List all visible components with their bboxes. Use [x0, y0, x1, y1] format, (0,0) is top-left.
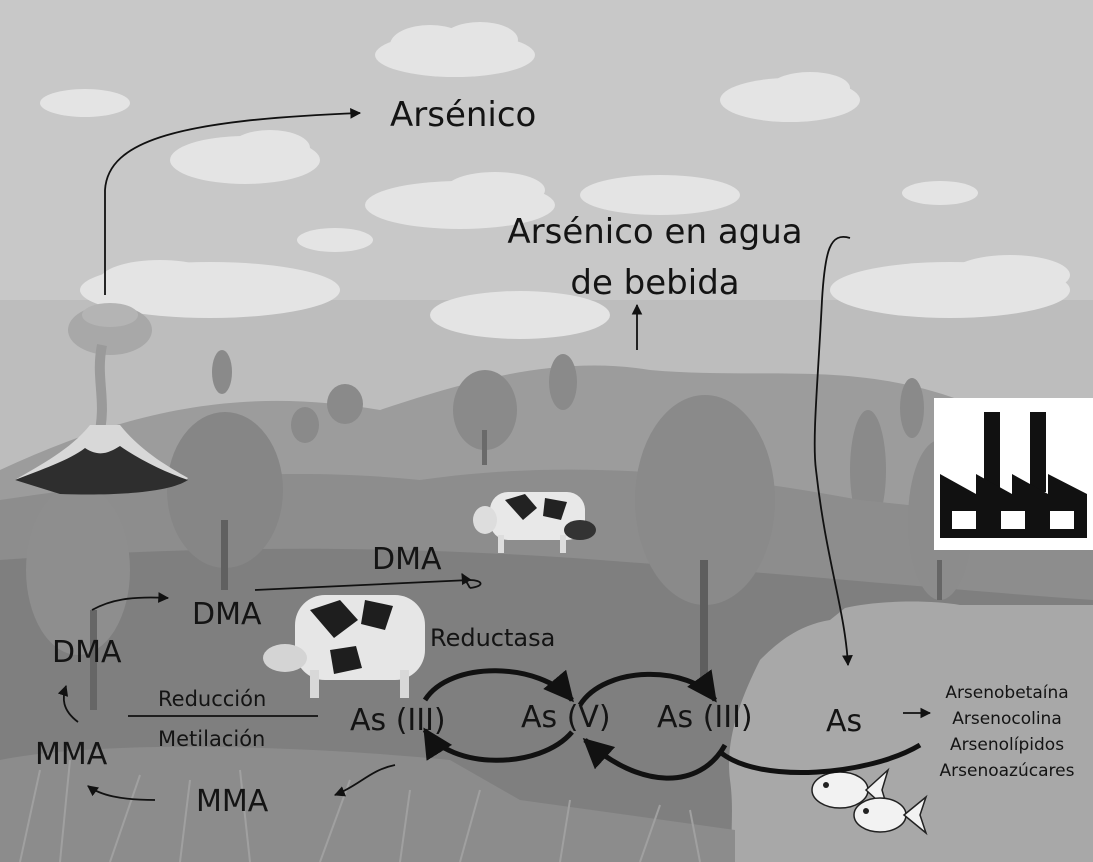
label-methylation: Metilación [158, 727, 266, 751]
redox-cycle-arrows [422, 668, 922, 781]
arrow-to-dma-left [57, 684, 79, 723]
arrow-to-mma-left [87, 785, 156, 801]
list-item: Arsenocolina [952, 709, 1062, 729]
cow-distant [473, 492, 596, 553]
list-item: Arsenolípidos [949, 735, 1065, 755]
label-dma-cow-top: DMA [372, 542, 442, 577]
clouds [40, 22, 1070, 339]
label-as-iii-first: As (III) [350, 703, 446, 738]
label-mma-left: MMA [35, 737, 108, 772]
arrow-water-down [813, 236, 853, 667]
label-arsenic-air: Arsénico [390, 95, 537, 135]
arrow-to-dma-middle [91, 592, 170, 611]
label-mma-bottom: MMA [196, 784, 269, 819]
list-item: Arsenobetaína [945, 683, 1069, 703]
volcano [15, 303, 188, 495]
flow-arrows [57, 107, 932, 801]
label-reductase: Reductasa [430, 624, 556, 652]
list-item: Arsenoazúcares [939, 761, 1075, 781]
arrow-to-dma-top [461, 573, 472, 589]
label-dma-left: DMA [52, 635, 122, 670]
label-as-iii-second: As (III) [657, 700, 753, 735]
cow-foreground [263, 595, 425, 698]
label-drinking-water-line1: Arsénico en agua [507, 212, 803, 252]
label-reduction: Reducción [158, 687, 267, 711]
arrow-to-mma-bottom [333, 764, 396, 797]
label-as-water: As [826, 704, 863, 739]
factory-icon [934, 398, 1093, 550]
label-drinking-water-line2: de bebida [570, 263, 740, 303]
label-as-v: As (V) [521, 700, 611, 735]
arrow-volcano-to-air [104, 107, 362, 295]
fishes [811, 767, 928, 836]
marine-compound-list: Arsenobetaína Arsenocolina Arsenolípidos… [922, 680, 1092, 784]
label-dma-middle: DMA [192, 597, 262, 632]
